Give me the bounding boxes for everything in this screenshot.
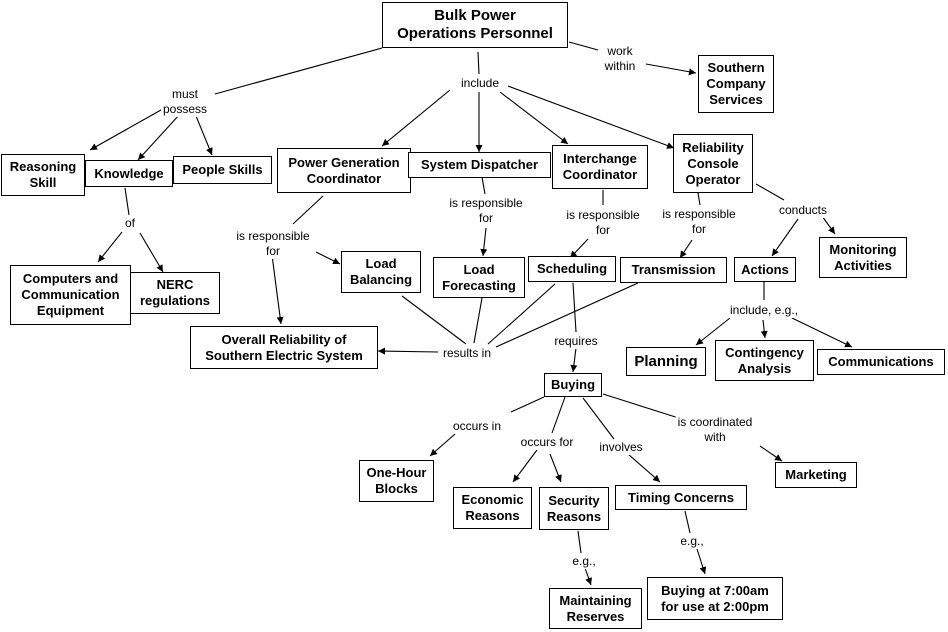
node-load-forecasting[interactable]: Load Forecasting bbox=[433, 257, 525, 298]
link-results-in: results in bbox=[440, 346, 494, 361]
node-load-balancing[interactable]: Load Balancing bbox=[341, 251, 421, 293]
node-planning[interactable]: Planning bbox=[626, 347, 706, 376]
link-work-within: work within bbox=[602, 44, 638, 74]
link-requires: requires bbox=[552, 334, 600, 349]
node-knowledge[interactable]: Knowledge bbox=[85, 160, 173, 187]
link-occurs-for: occurs for bbox=[518, 435, 576, 450]
node-power-generation-coordinator[interactable]: Power Generation Coordinator bbox=[277, 148, 411, 193]
link-eg-timing: e.g., bbox=[678, 534, 706, 549]
link-is-responsible-for-rco: is responsible for bbox=[660, 207, 738, 237]
node-actions[interactable]: Actions bbox=[734, 257, 796, 282]
link-eg-security: e.g., bbox=[570, 554, 598, 569]
node-security-reasons[interactable]: Security Reasons bbox=[539, 487, 609, 530]
node-people-skills[interactable]: People Skills bbox=[173, 156, 272, 184]
node-timing-concerns[interactable]: Timing Concerns bbox=[615, 485, 747, 510]
link-is-responsible-for-sd: is responsible for bbox=[447, 196, 525, 226]
link-is-responsible-for-ic: is responsible for bbox=[564, 208, 642, 238]
node-maintaining-reserves[interactable]: Maintaining Reserves bbox=[549, 588, 642, 629]
node-southern-company-services[interactable]: Southern Company Services bbox=[698, 55, 774, 113]
link-must-possess: must possess bbox=[160, 87, 210, 117]
link-of: of bbox=[122, 216, 138, 231]
node-interchange-coordinator[interactable]: Interchange Coordinator bbox=[552, 145, 648, 189]
node-buying-at-7am-for-use-at-2pm[interactable]: Buying at 7:00am for use at 2:00pm bbox=[647, 577, 783, 620]
link-occurs-in: occurs in bbox=[450, 419, 504, 434]
node-transmission[interactable]: Transmission bbox=[620, 257, 727, 283]
link-include-eg: include, e.g., bbox=[727, 303, 801, 318]
node-bulk-power-operations-personnel[interactable]: Bulk Power Operations Personnel bbox=[382, 2, 568, 48]
node-economic-reasons[interactable]: Economic Reasons bbox=[453, 487, 532, 529]
node-one-hour-blocks[interactable]: One-Hour Blocks bbox=[359, 460, 434, 502]
node-reliability-console-operator[interactable]: Reliability Console Operator bbox=[673, 134, 753, 193]
link-is-responsible-for-pgc: is responsible for bbox=[234, 229, 312, 259]
node-contingency-analysis[interactable]: Contingency Analysis bbox=[715, 340, 814, 381]
node-monitoring-activities[interactable]: Monitoring Activities bbox=[819, 237, 907, 278]
link-include: include bbox=[458, 76, 502, 91]
node-reasoning-skill[interactable]: Reasoning Skill bbox=[1, 154, 85, 196]
node-computers-communication-equipment[interactable]: Computers and Communication Equipment bbox=[10, 265, 131, 325]
node-system-dispatcher[interactable]: System Dispatcher bbox=[408, 152, 551, 178]
node-marketing[interactable]: Marketing bbox=[775, 462, 857, 488]
link-is-coordinated-with: is coordinated with bbox=[675, 415, 755, 445]
node-overall-reliability[interactable]: Overall Reliability of Southern Electric… bbox=[190, 326, 378, 369]
node-buying[interactable]: Buying bbox=[544, 373, 602, 397]
link-conducts: conducts bbox=[776, 203, 830, 218]
node-communications[interactable]: Communications bbox=[817, 349, 945, 375]
link-involves: involves bbox=[597, 440, 645, 455]
node-scheduling[interactable]: Scheduling bbox=[528, 256, 616, 282]
node-nerc-regulations[interactable]: NERC regulations bbox=[130, 272, 220, 314]
